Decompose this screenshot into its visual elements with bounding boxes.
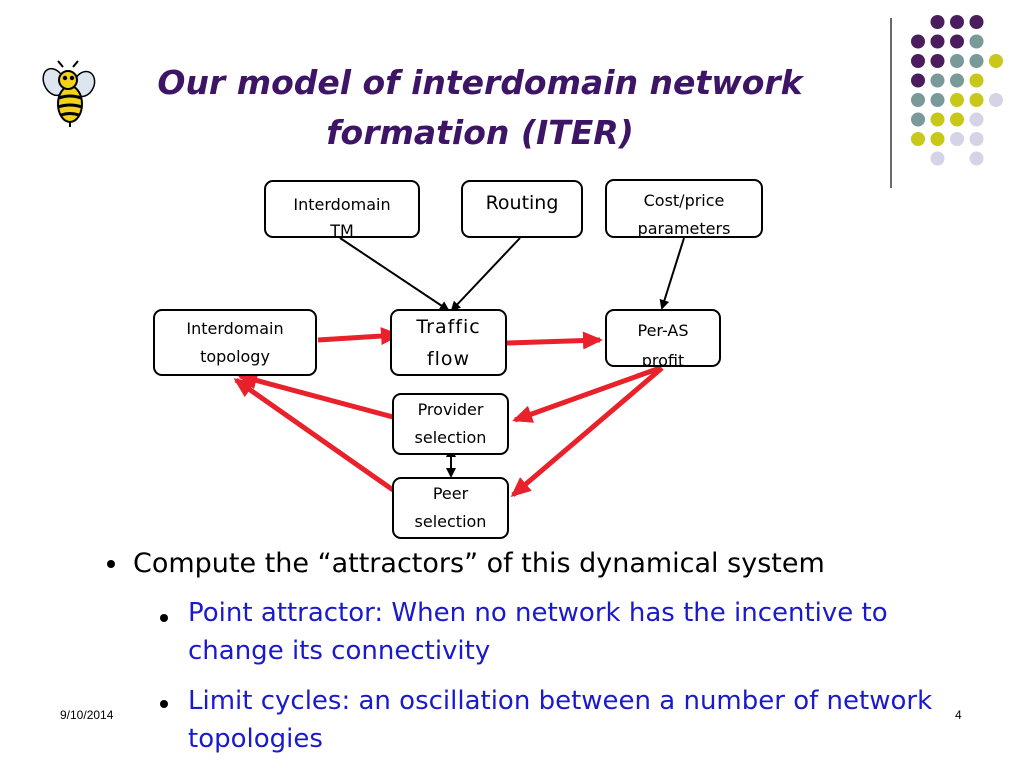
arrow-provider-to-topology — [237, 371, 394, 420]
decorative-dot — [930, 132, 945, 146]
decorative-dot — [989, 54, 1003, 68]
node-label: Interdomain TM — [293, 195, 391, 238]
decorative-dot — [969, 93, 984, 107]
decorative-dot — [930, 54, 945, 68]
decorative-dot — [969, 132, 984, 146]
decorative-dot — [950, 73, 964, 88]
decorative-dot — [930, 34, 945, 49]
bullet-sub-limit-cycles: Limit cycles: an oscillation between a n… — [188, 686, 933, 754]
decorative-dot — [969, 151, 984, 166]
decorative-dot — [911, 132, 925, 146]
arrow-profit-to-peer — [510, 366, 664, 497]
bullet-dot — [160, 614, 168, 622]
decorative-dot — [969, 112, 984, 127]
node-label: Peer selection — [414, 484, 487, 531]
footer-date: 9/10/2014 — [60, 708, 114, 722]
node-cost-price: Cost/price parameters — [605, 179, 763, 238]
node-peer-selection: Peer selection — [392, 477, 509, 539]
node-traffic-flow: Traffic flow — [390, 309, 507, 376]
decorative-dot — [950, 54, 964, 68]
node-label: Per-AS profit — [637, 321, 689, 367]
decorative-dot — [969, 34, 984, 49]
node-label: Routing — [485, 192, 559, 214]
node-interdomain-topology: Interdomain topology — [153, 309, 317, 376]
decorative-dot — [930, 73, 945, 88]
decorative-dot — [911, 112, 925, 127]
node-interdomain-tm: Interdomain TM — [264, 180, 420, 238]
decorative-dot-grid — [911, 15, 1003, 166]
arrow-routing-to-traffic — [450, 237, 521, 312]
decorative-dot — [911, 73, 925, 88]
footer-page-number: 4 — [955, 708, 962, 722]
slide-title: Our model of interdomain network formati… — [157, 63, 803, 152]
bullet-dot — [160, 700, 168, 708]
bullet-sub-point-attractor: Point attractor: When no network has the… — [188, 598, 888, 666]
arrow-topology-to-traffic — [317, 327, 401, 346]
node-provider-selection: Provider selection — [392, 393, 509, 455]
decorative-dot — [969, 54, 984, 68]
arrow-cost-to-profit — [659, 237, 685, 310]
decorative-dot — [969, 73, 984, 88]
arrow-profit-to-provider — [512, 365, 661, 423]
decorative-dot — [950, 15, 964, 29]
arrow-tm-to-traffic — [339, 237, 450, 312]
decorative-dot — [969, 15, 984, 29]
decorative-dot — [989, 93, 1003, 107]
decorative-dot — [911, 34, 925, 49]
decorative-dot — [930, 112, 945, 127]
bullet-dot — [107, 560, 115, 568]
node-per-as-profit: Per-AS profit — [605, 309, 721, 367]
node-routing: Routing — [461, 180, 583, 238]
decorative-dot — [930, 151, 945, 166]
node-label: Provider selection — [414, 400, 487, 447]
bullet-main: Compute the “attractors” of this dynamic… — [133, 548, 825, 579]
header-divider — [890, 18, 892, 188]
arrow-peer-to-topology — [233, 377, 395, 493]
arrow-traffic-to-profit — [506, 331, 603, 350]
decorative-dot — [930, 93, 945, 107]
decorative-dot — [950, 34, 964, 49]
decorative-dot — [911, 54, 925, 68]
decorative-dot — [950, 112, 964, 127]
node-label: Cost/price parameters — [637, 191, 731, 238]
yellow-jacket-bee-icon — [42, 60, 96, 127]
node-label: Traffic flow — [416, 315, 481, 370]
decorative-dot — [950, 132, 964, 146]
decorative-dot — [911, 93, 925, 107]
decorative-dot — [950, 93, 964, 107]
decorative-dot — [930, 15, 945, 29]
node-label: Interdomain topology — [186, 318, 284, 366]
